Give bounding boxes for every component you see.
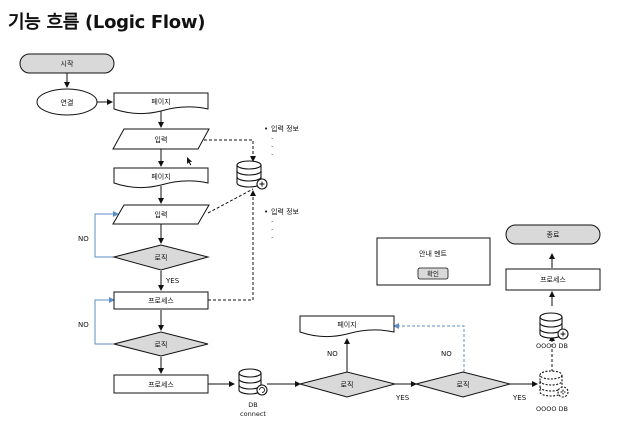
process-2-label: 프로세스 (148, 380, 174, 389)
yes-label-2: YES (395, 394, 410, 402)
note-bullet-1: • (264, 125, 268, 133)
process-3-label: 프로세스 (540, 275, 566, 284)
note-dot: · (271, 226, 273, 234)
logic-2-label: 로직 (155, 340, 168, 349)
page-node-1 (113, 92, 209, 115)
input-1-label: 입력 (155, 136, 168, 144)
db-icon-top (539, 312, 569, 340)
logic-4-label: 로직 (457, 380, 470, 389)
start-label: 시작 (61, 59, 74, 68)
process-node-1 (113, 291, 209, 310)
yes-label-3: YES (512, 394, 527, 402)
logic-3-label: 로직 (341, 380, 354, 389)
page-node-3 (299, 315, 395, 338)
logic-node-1 (112, 244, 210, 271)
process-node-3 (505, 268, 601, 291)
logic-node-3 (298, 371, 397, 398)
end-node (505, 224, 601, 245)
guide-title: 안내 멘트 (419, 249, 448, 258)
no-label-2: NO (78, 321, 89, 329)
guide-confirm-button (417, 267, 449, 280)
db-connect-icon (238, 368, 268, 396)
note-bullet-2: • (264, 208, 268, 216)
no-label-4: NO (441, 350, 452, 358)
process-node-2 (113, 374, 209, 394)
connect-node (36, 88, 98, 116)
cursor-icon (187, 157, 193, 166)
page-2-label: 페이지 (151, 172, 170, 181)
note-dot: · (271, 234, 273, 242)
input-node-2 (112, 204, 210, 225)
start-node (19, 53, 115, 74)
logic-node-4 (414, 371, 512, 398)
input-2-label: 입력 (155, 211, 168, 219)
note-dot: · (271, 151, 273, 159)
connect-label: 연결 (61, 98, 74, 107)
page-title: 기능 흐름 (Logic Flow) (8, 12, 206, 33)
no-label-3: NO (327, 350, 338, 358)
db-bottom-label: OOOO DB (536, 405, 568, 413)
no-label-1: NO (78, 235, 89, 243)
input-info-note-1: 입력 정보 (271, 124, 300, 133)
guide-confirm-label: 확인 (427, 269, 439, 278)
note-dot: · (271, 143, 273, 151)
note-dot: · (271, 218, 273, 226)
input-node-1 (112, 128, 210, 150)
logic-1-label: 로직 (155, 253, 168, 262)
yes-label-1: YES (165, 277, 180, 285)
end-label: 종료 (547, 231, 560, 239)
db-icon-inputs (236, 160, 268, 190)
logic-node-2 (113, 331, 209, 357)
page-3-label: 페이지 (337, 320, 356, 329)
page-1-label: 페이지 (151, 97, 170, 106)
db-icon-bottom (539, 370, 569, 398)
note-dot: · (271, 135, 273, 143)
page-node-2 (113, 167, 209, 189)
db-connect-label-1: DB (248, 401, 257, 409)
db-connect-label-2: connect (240, 410, 266, 418)
input-info-note-2: 입력 정보 (271, 207, 300, 216)
process-1-label: 프로세스 (148, 296, 174, 305)
db-top-label: OOOO DB (536, 342, 568, 350)
